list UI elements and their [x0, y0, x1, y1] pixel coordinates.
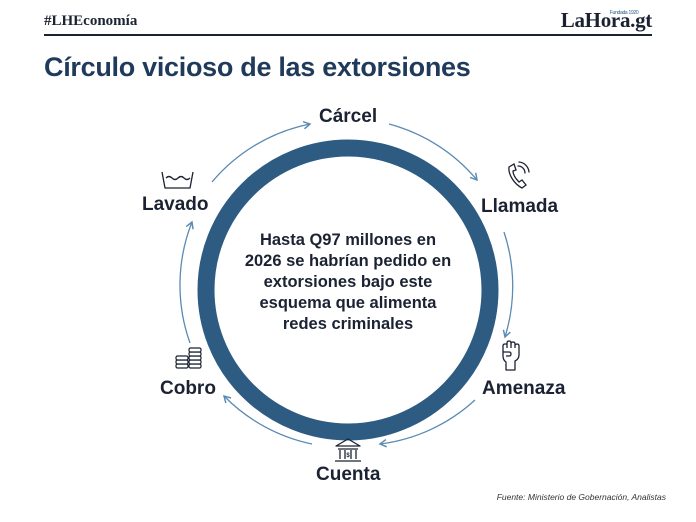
hashtag: #LHEconomía [44, 13, 138, 29]
node-lavado: Lavado [142, 194, 209, 215]
arrow-lavado-carcel [211, 120, 312, 183]
bank-icon: $ [335, 438, 361, 462]
node-cuenta: Cuenta [316, 464, 381, 485]
page-title: Círculo vicioso de las extorsiones [44, 52, 471, 82]
fist-icon [502, 340, 520, 371]
node-llamada: Llamada [481, 196, 559, 217]
center-statement: Hasta Q97 millones en 2026 se habrían pe… [244, 231, 452, 333]
arrow-llamada-amenaza [502, 231, 514, 339]
coins-icon [175, 347, 202, 369]
arrow-amenaza-cuenta [378, 399, 476, 448]
source-note: Fuente: Ministerio de Gobernación, Anali… [496, 492, 666, 502]
brand-logo[interactable]: LaHora.gt Fundada 1920 [560, 8, 653, 33]
logo-tagline: Fundada 1920 [609, 10, 639, 16]
cycle-ring [197, 139, 499, 441]
node-amenaza: Amenaza [482, 378, 566, 399]
logo-o-icon: o [600, 8, 612, 32]
svg-text:$: $ [346, 453, 350, 459]
logo-text-a: LaH [560, 8, 601, 32]
arrow-cobro-lavado [179, 220, 194, 344]
washing-basin-icon [161, 171, 194, 189]
phone-icon [508, 161, 530, 189]
logo-text-b: ra.gt [610, 8, 652, 32]
header-divider [44, 34, 652, 36]
node-carcel: Cárcel [319, 106, 378, 127]
node-cobro: Cobro [160, 378, 216, 399]
arrow-carcel-llamada [388, 123, 478, 182]
arrow-cuenta-cobro [222, 394, 313, 445]
